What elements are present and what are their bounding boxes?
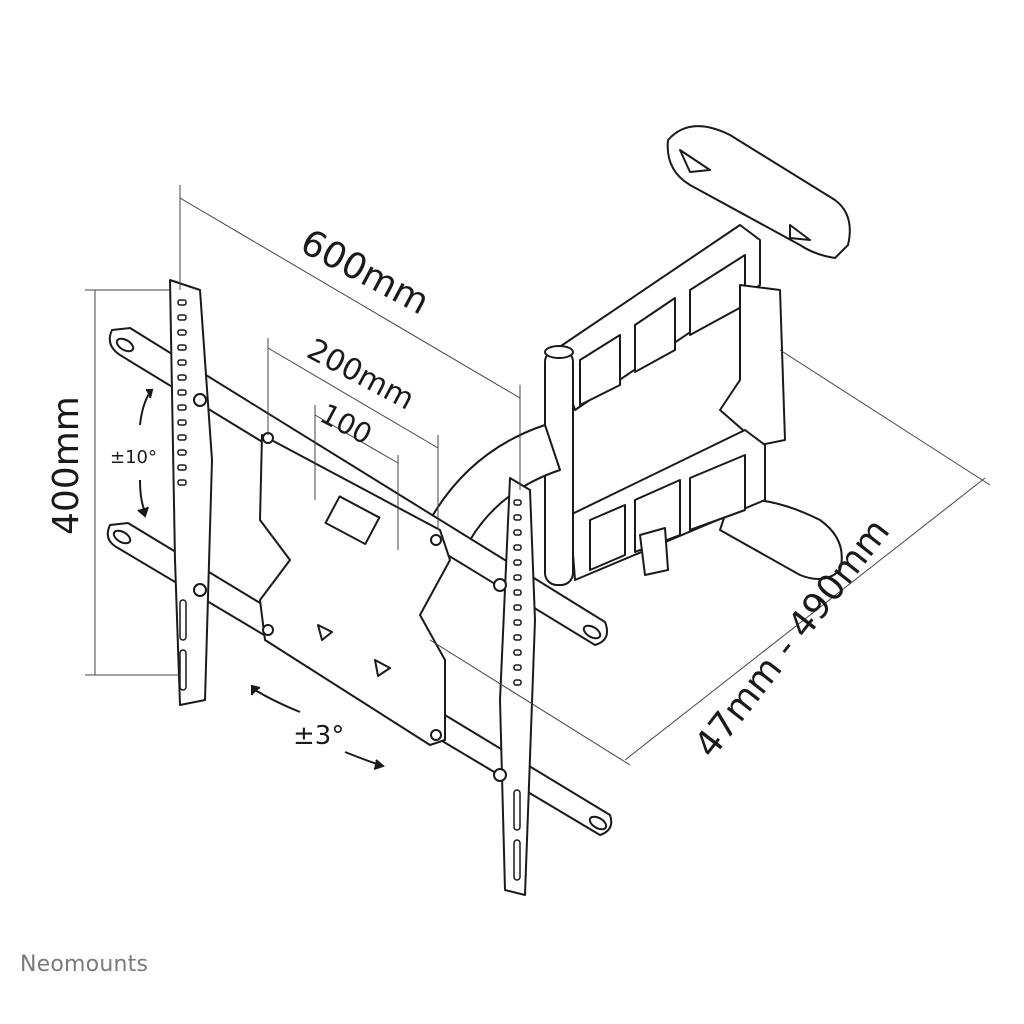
- swivel-label: ±3°: [293, 721, 344, 751]
- dim-100: 100: [315, 397, 378, 451]
- swing-arm: [429, 224, 786, 586]
- center-plate: [259, 432, 451, 746]
- tilt-down-arrow-icon: [139, 479, 146, 513]
- left-vertical-rail: [169, 279, 213, 706]
- dim-200mm: 200mm: [301, 332, 420, 417]
- tilt-label: ±10°: [110, 447, 157, 468]
- brand-logo: Neomounts: [20, 952, 149, 977]
- rotation-arrows: [137, 389, 385, 770]
- dimension-lines: [85, 185, 991, 766]
- dim-600mm: 600mm: [294, 222, 436, 323]
- wall-plate: [666, 125, 851, 580]
- swivel-left-arrow-icon: [254, 689, 301, 713]
- swivel-right-arrow-icon: [344, 751, 381, 766]
- dim-400mm: 400mm: [46, 396, 87, 535]
- right-vertical-rail: [493, 477, 536, 896]
- tilt-up-arrow-icon: [139, 391, 151, 426]
